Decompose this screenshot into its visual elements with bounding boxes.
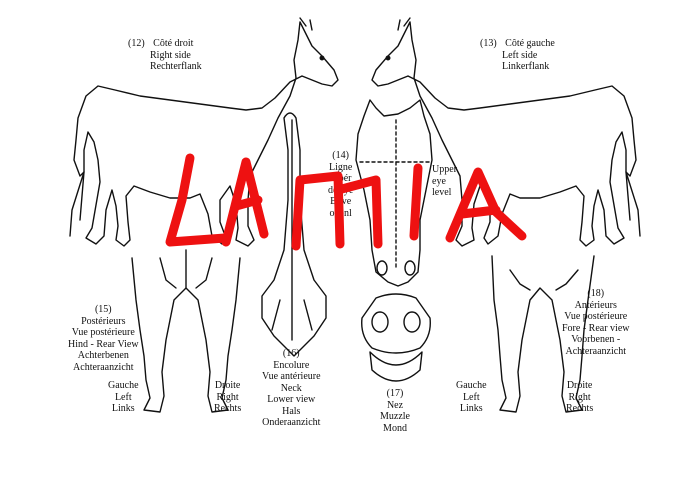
eye-level-label-left: (14) Ligne supér des ye Bove ogenl: [328, 150, 354, 219]
horse-hind-view: [131, 249, 241, 413]
horse-muzzle-view: [361, 293, 431, 382]
muzzle-view-label: (17) Nez Muzzle Mond: [380, 388, 410, 434]
right-side-number: (12): [128, 38, 145, 49]
horse-left-side: [371, 17, 641, 247]
horse-head-front-view: [355, 99, 433, 287]
hind-right-label: Droite Right Rechts: [214, 380, 242, 414]
fore-left-label: Gauche Left Links: [456, 380, 487, 414]
neck-view-label: (16) Encolure Vue antérieure Neck Lower …: [262, 348, 321, 428]
fore-view-label: (18) Antérieurs Vue postérieure Fore - R…: [562, 288, 630, 357]
hind-view-number: (15): [94, 304, 112, 315]
eye-level-number: (14): [332, 150, 349, 161]
muzzle-view-number: (17): [386, 388, 404, 399]
fore-right-label: Droite Right Rechts: [566, 380, 594, 414]
fore-view-number: (18): [587, 288, 605, 299]
hind-left-label: Gauche Left Links: [108, 380, 139, 414]
right-side-label: (12) Côté droit Right side Rechterflank: [128, 38, 202, 72]
left-side-label: (13) Côté gauche Left side Linkerflank: [480, 38, 555, 72]
hind-view-label: (15) Postérieurs Vue postérieure Hind - …: [68, 304, 139, 373]
neck-view-number: (16): [282, 348, 300, 359]
horse-fore-view: [491, 255, 595, 413]
left-side-number: (13): [480, 38, 497, 49]
eye-level-label-right: Upper eye level: [432, 164, 457, 198]
horse-neck-view: [261, 112, 327, 357]
